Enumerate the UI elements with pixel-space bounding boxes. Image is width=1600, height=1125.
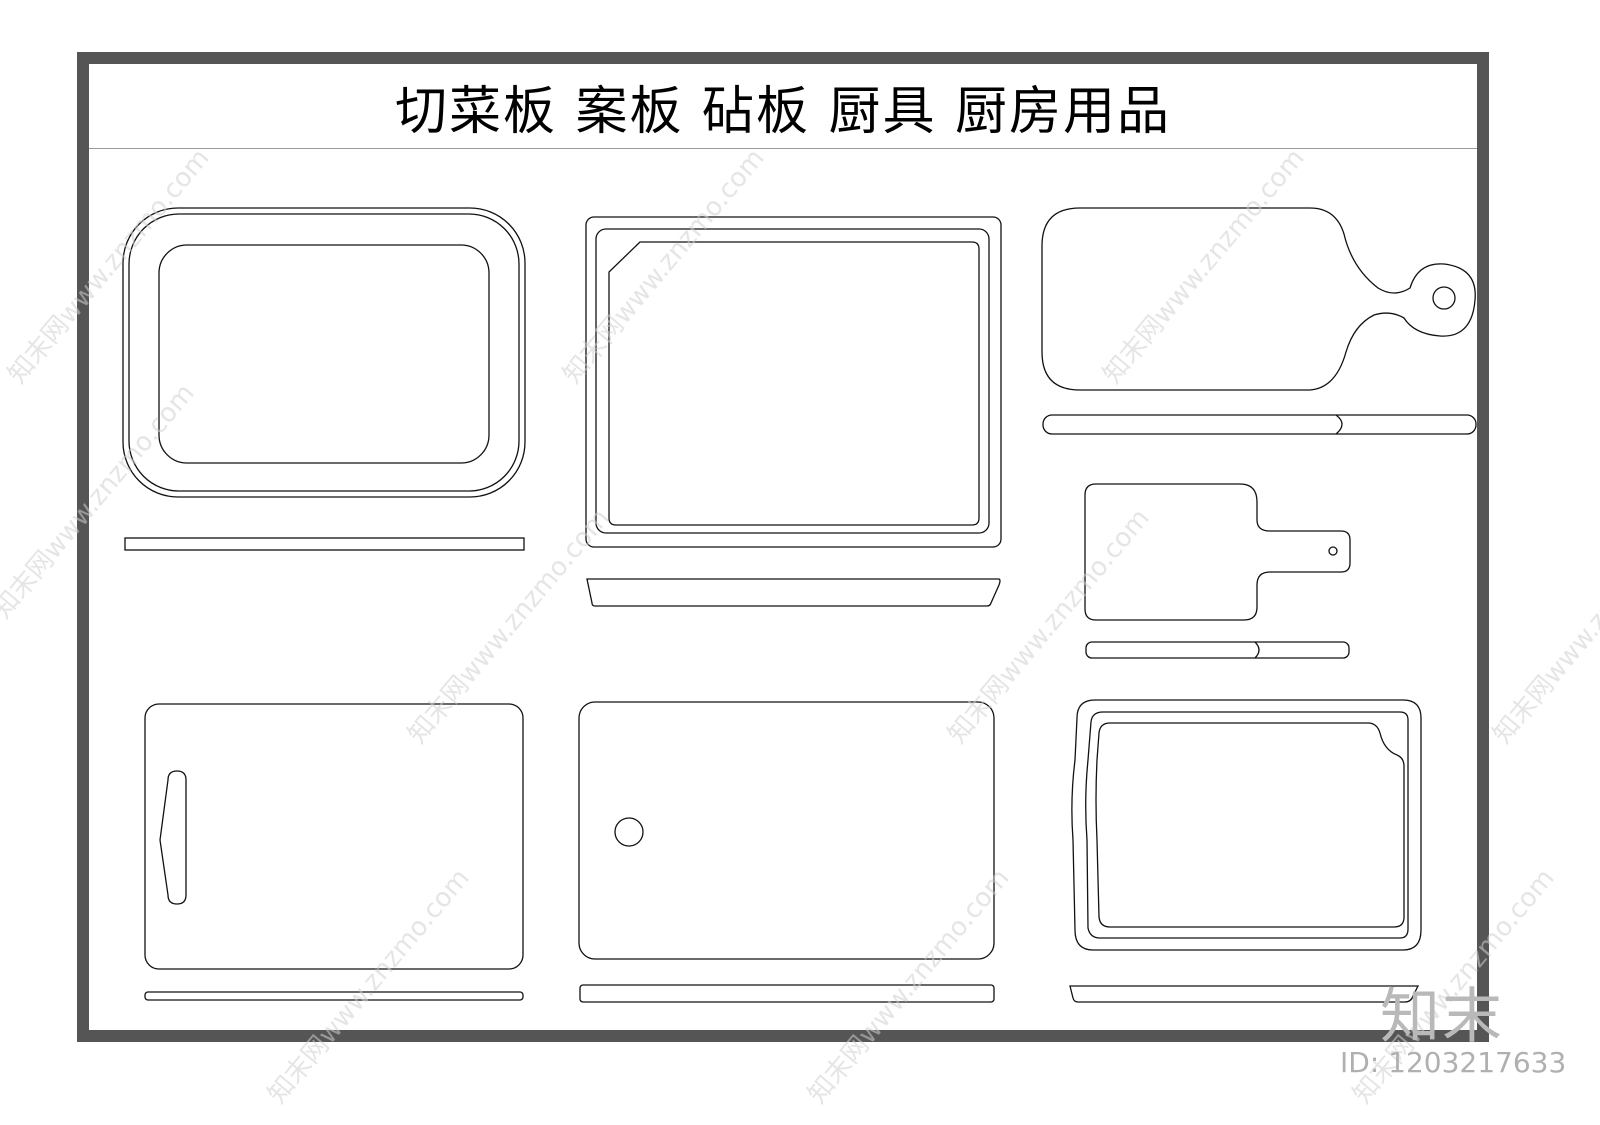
hole-board-side-view (579, 984, 995, 1003)
juice-groove-board-side-view (1069, 985, 1420, 1003)
rounded-tray-board (122, 207, 526, 498)
rounded-tray-side-view (124, 537, 525, 551)
brand-logo: 知末 (1380, 982, 1504, 1052)
paddle-board-large-side-view (1042, 414, 1477, 435)
title-band: 切菜板 案板 砧板 厨具 厨房用品 (89, 64, 1477, 149)
paddle-board-small (1084, 483, 1351, 621)
paddle-board-small-side-view (1085, 641, 1350, 659)
page-title: 切菜板 案板 砧板 厨具 厨房用品 (394, 82, 1172, 142)
slot-handle-board (144, 703, 524, 970)
id-label: ID: 1203217633 (1340, 1046, 1567, 1079)
paddle-board-large (1041, 207, 1476, 391)
hole-board (578, 701, 995, 960)
grooved-board-side-view (586, 578, 1001, 607)
slot-handle-board-side-view (144, 991, 524, 1001)
grooved-board (585, 216, 1002, 548)
juice-groove-board (1071, 699, 1422, 951)
